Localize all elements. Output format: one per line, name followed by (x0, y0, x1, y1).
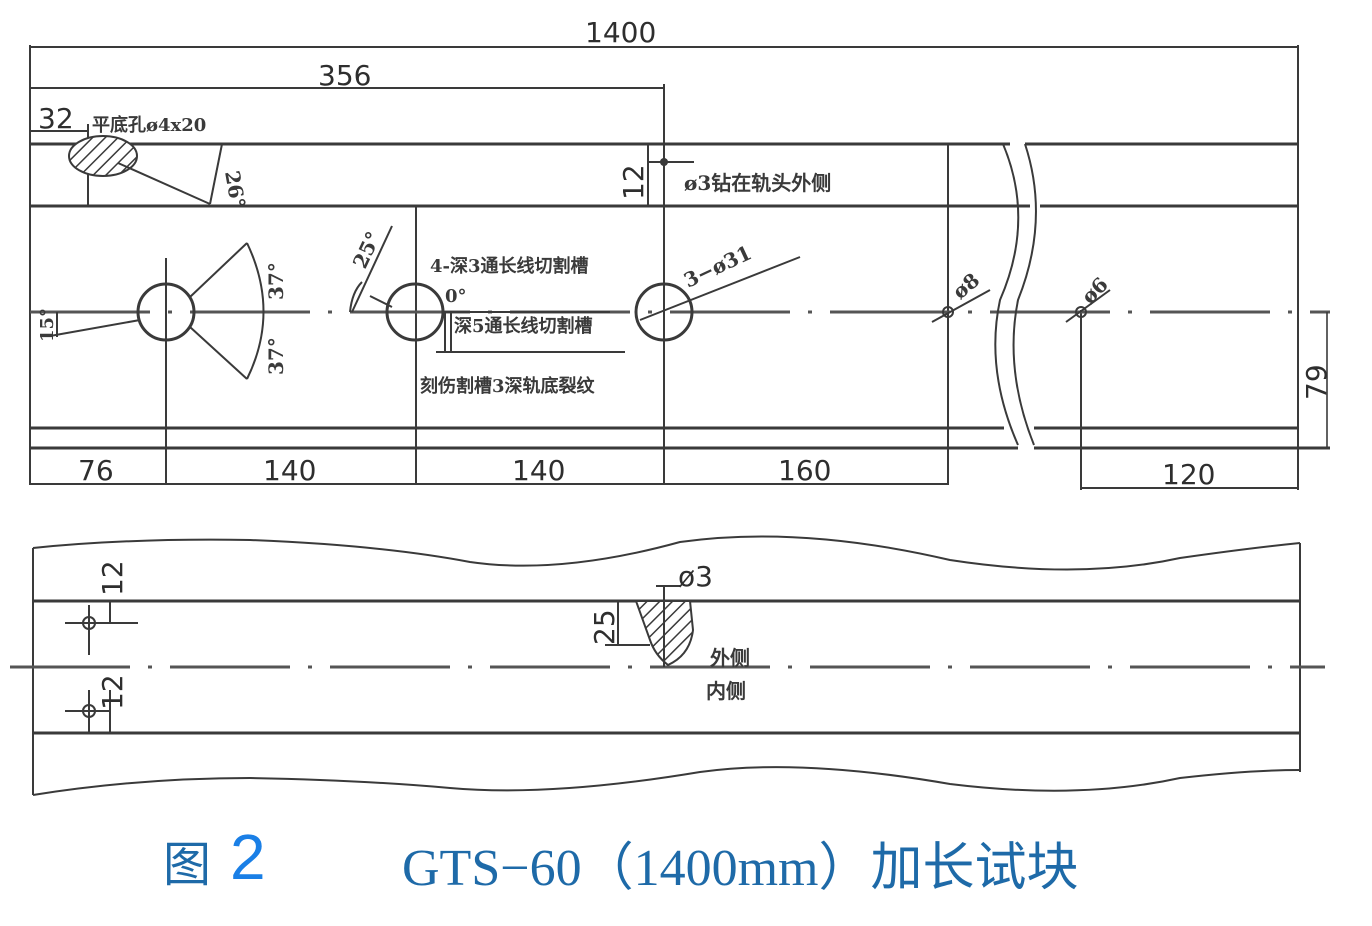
break-line (994, 143, 1020, 446)
dimension-overall-length: 1400 (29, 16, 1299, 490)
svg-text:120: 120 (1162, 458, 1215, 491)
hole-31-1: 37° 37° 15° (37, 242, 288, 380)
figure-title: GTS−60（1400mm）加长试块 (402, 840, 1079, 897)
svg-text:76: 76 (78, 454, 114, 487)
svg-text:12: 12 (96, 560, 129, 596)
svg-text:深5通长线切割槽: 深5通长线切割槽 (454, 315, 593, 337)
svg-text:刻伤割槽3深轨底裂纹: 刻伤割槽3深轨底裂纹 (420, 375, 596, 397)
drill-section: ø3 25 外侧 内侧 (588, 560, 750, 703)
offset-hole-lower: 12 (65, 674, 129, 733)
svg-text:12: 12 (96, 674, 129, 710)
svg-text:37°: 37° (264, 262, 288, 300)
svg-text:内侧: 内侧 (706, 679, 746, 703)
svg-text:4-深3通长线切割槽: 4-深3通长线切割槽 (430, 255, 589, 277)
figure-label: 图 (163, 837, 212, 893)
flat-bottom-hole (68, 135, 138, 177)
drill-hole-3mm: 12 ø3钻在轨头外侧 (617, 144, 831, 206)
svg-text:ø3钻在轨头外侧: ø3钻在轨头外侧 (684, 171, 831, 195)
svg-text:ø6: ø6 (1077, 272, 1113, 308)
svg-text:ø3: ø3 (678, 560, 713, 593)
dimension-356: 356 (30, 59, 665, 485)
svg-text:12: 12 (617, 164, 650, 200)
svg-text:32: 32 (38, 102, 74, 135)
svg-text:25°: 25° (348, 228, 386, 272)
hole-6: ø6 (1065, 272, 1113, 323)
figure-caption: 图 2 GTS−60（1400mm）加长试块 (0, 820, 1372, 900)
svg-text:25: 25 (588, 609, 621, 645)
svg-text:平底孔ø4x20: 平底孔ø4x20 (92, 114, 206, 136)
offset-hole-upper: 12 (65, 560, 138, 655)
svg-text:3−ø31: 3−ø31 (680, 240, 755, 292)
svg-text:26°: 26° (220, 169, 250, 210)
bottom-view: 12 12 ø3 25 外侧 内侧 (10, 535, 1325, 796)
hole-8: ø8 (931, 268, 991, 323)
svg-text:外侧: 外侧 (710, 646, 750, 670)
svg-text:0°: 0° (445, 286, 467, 307)
svg-text:140: 140 (512, 454, 565, 487)
figure-number: 2 (230, 821, 266, 893)
svg-text:15°: 15° (37, 308, 58, 342)
hole-31-3: 3−ø31 (634, 240, 801, 342)
svg-text:356: 356 (318, 59, 371, 92)
svg-text:1400: 1400 (585, 16, 656, 49)
svg-text:160: 160 (778, 454, 831, 487)
svg-text:140: 140 (263, 454, 316, 487)
top-view: 1400 356 32 平底孔ø4x20 26° 12 (29, 16, 1333, 491)
svg-text:79: 79 (1300, 364, 1333, 400)
svg-text:ø8: ø8 (948, 268, 984, 304)
svg-text:37°: 37° (264, 337, 288, 375)
